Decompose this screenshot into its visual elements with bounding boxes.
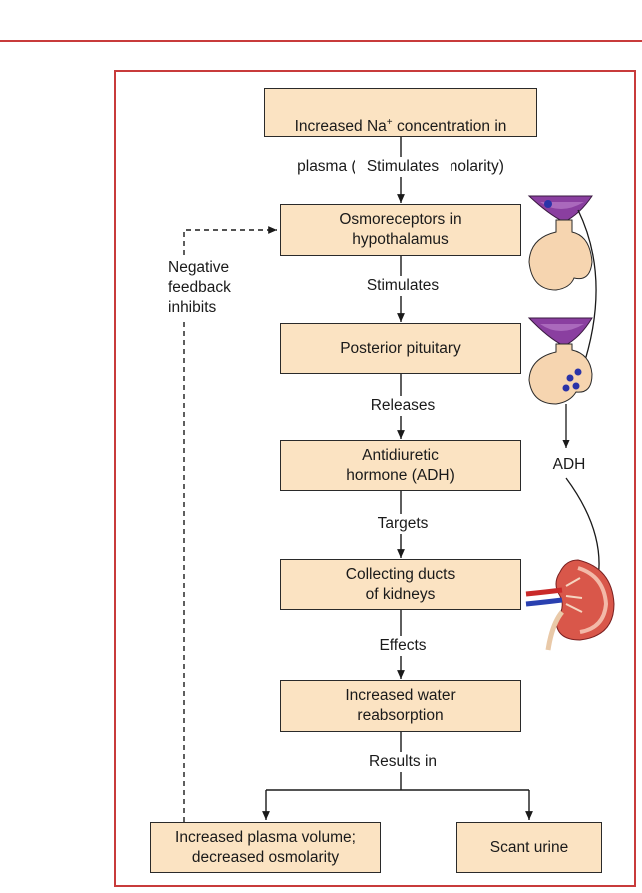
box-posterior-pituitary: Posterior pituitary [280, 323, 521, 374]
box-adh: Antidiuretic hormone (ADH) [280, 440, 521, 491]
header-rule [0, 40, 642, 42]
box-collecting-ducts: Collecting ducts of kidneys [280, 559, 521, 610]
adh-label: ADH [544, 455, 594, 475]
pituitary-gland-icon [527, 317, 593, 405]
negative-feedback-label: Negative feedback inhibits [168, 258, 268, 318]
kidney-icon [525, 559, 615, 651]
box-scant-urine: Scant urine [456, 822, 602, 873]
label-releases: Releases [361, 396, 445, 416]
box-increased-na-post: concentration in [392, 118, 507, 136]
box-osmoreceptors: Osmoreceptors in hypothalamus [280, 204, 521, 256]
label-effects: Effects [367, 636, 439, 656]
neuron-path-curve [577, 209, 597, 371]
label-targets: Targets [367, 514, 439, 534]
box-increased-na-pre: Increased Na [294, 118, 387, 136]
box-plasma-volume: Increased plasma volume; decreased osmol… [150, 822, 381, 873]
label-stimulates-1: Stimulates [355, 157, 451, 177]
feedback-dashed-line [183, 226, 277, 822]
box-water-reabsorption: Increased water reabsorption [280, 680, 521, 732]
figure-frame [114, 70, 636, 887]
label-results-in: Results in [357, 752, 449, 772]
box-increased-na-sup: + [386, 117, 393, 128]
hypothalamus-gland-icon [527, 195, 593, 291]
label-stimulates-2: Stimulates [355, 276, 451, 296]
box-increased-na: Increased Na+ concentration in plasma (i… [264, 88, 537, 175]
